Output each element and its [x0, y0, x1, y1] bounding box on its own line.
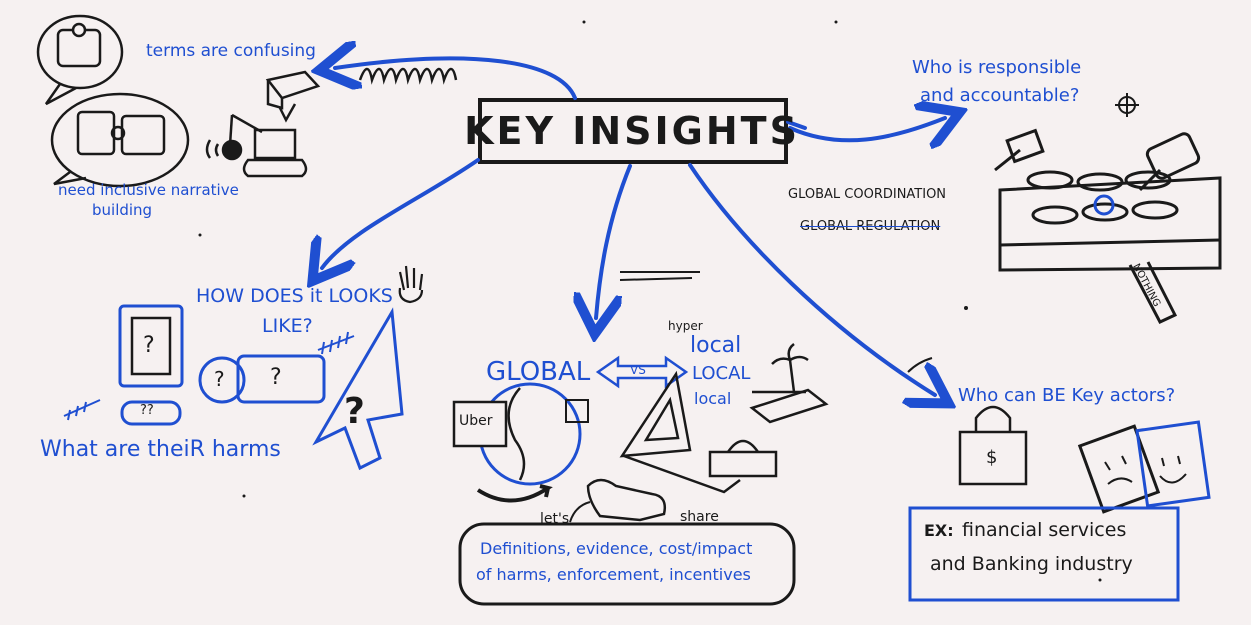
- page-title: KEY INSIGHTS: [464, 109, 800, 154]
- amazon-smile-icon: [476, 484, 553, 503]
- label-looks-2: LIKE?: [262, 315, 313, 337]
- list-box: [458, 522, 796, 606]
- label-responsible-2: and accountable?: [920, 85, 1080, 106]
- label-responsible-1: Who is responsible: [912, 57, 1082, 78]
- hand-icon: [398, 265, 424, 304]
- hash-marks: [63, 331, 355, 421]
- example-box: [908, 506, 1180, 602]
- padlock-icon: [958, 405, 1028, 486]
- label-ex: EX:: [924, 521, 954, 540]
- title-box: [478, 98, 788, 164]
- wave-scribble: [358, 67, 458, 85]
- connector-arrows: [322, 58, 945, 395]
- puzzle-icon: [120, 114, 166, 156]
- small-arrow-blue: [907, 357, 933, 373]
- small-arrow: [569, 501, 591, 523]
- vs-arrow: [595, 355, 689, 389]
- list-line-2: of harms, enforcement, incentives: [476, 565, 751, 584]
- label-local-1: local: [690, 333, 742, 358]
- label-local-2: LOCAL: [692, 363, 751, 384]
- label-harms: What are theiR harms: [40, 437, 281, 462]
- qmark-pill: ??: [140, 403, 154, 418]
- question-frames: [118, 304, 326, 426]
- qmark-frame: ?: [143, 333, 155, 358]
- label-uber: Uber: [459, 413, 493, 429]
- arrow-to-looks: [322, 158, 480, 268]
- dog-icon: [586, 478, 666, 522]
- target-icon: [1115, 93, 1139, 117]
- example-line-2: and Banking industry: [930, 553, 1133, 575]
- label-looks-1: HOW DOES it LOOKS: [196, 285, 393, 307]
- label-actors: Who can BE Key actors?: [958, 385, 1176, 406]
- label-regulation: GLOBAL REGULATION: [800, 219, 941, 234]
- decor-dashes: [619, 271, 700, 281]
- arrow-to-responsible: [788, 118, 945, 140]
- label-terms: terms are confusing: [146, 41, 316, 61]
- uber-card: [452, 400, 508, 448]
- gavel-icon: [994, 128, 1201, 192]
- label-hyper: hyper: [668, 319, 703, 333]
- wrecking-crane-icon: [205, 113, 308, 178]
- qmark-rect: ?: [270, 365, 282, 390]
- island-icon: [749, 343, 829, 424]
- label-narrative-2: building: [92, 201, 153, 219]
- arrow-to-global: [596, 164, 632, 318]
- speech-bubble-icon: [50, 92, 190, 188]
- label-vs: VS: [630, 363, 646, 377]
- label-global: GLOBAL: [486, 357, 591, 387]
- megaphone-icon: [265, 70, 321, 123]
- ruler-triangle-icon: [619, 370, 778, 494]
- speech-bubble-icon: [36, 14, 124, 90]
- label-coordination: GLOBAL COORDINATION: [788, 187, 947, 202]
- qmark-cursor: ?: [344, 391, 365, 432]
- arrow-to-actors: [688, 163, 935, 395]
- arrow-to-terms: [335, 58, 577, 100]
- arrow-back-to-title: [786, 120, 807, 130]
- decor-dots: [198, 20, 1102, 582]
- puzzle-icon: [76, 110, 116, 156]
- qmark-circle: ?: [214, 367, 225, 391]
- list-line-1: Definitions, evidence, cost/impact: [480, 539, 753, 558]
- label-dollar: $: [986, 447, 998, 468]
- label-local-3: local: [694, 389, 732, 408]
- puzzle-bubbles: [36, 14, 190, 188]
- label-lets: let's: [540, 511, 570, 527]
- cursor-arrow-icon: [312, 307, 404, 471]
- whack-a-mole-icon: [998, 170, 1222, 324]
- label-narrative-1: need inclusive narrative: [58, 181, 239, 199]
- card-icon: [1077, 420, 1211, 514]
- label-share: share: [680, 509, 719, 525]
- example-line-1: financial services: [962, 519, 1127, 541]
- small-card: [565, 399, 589, 423]
